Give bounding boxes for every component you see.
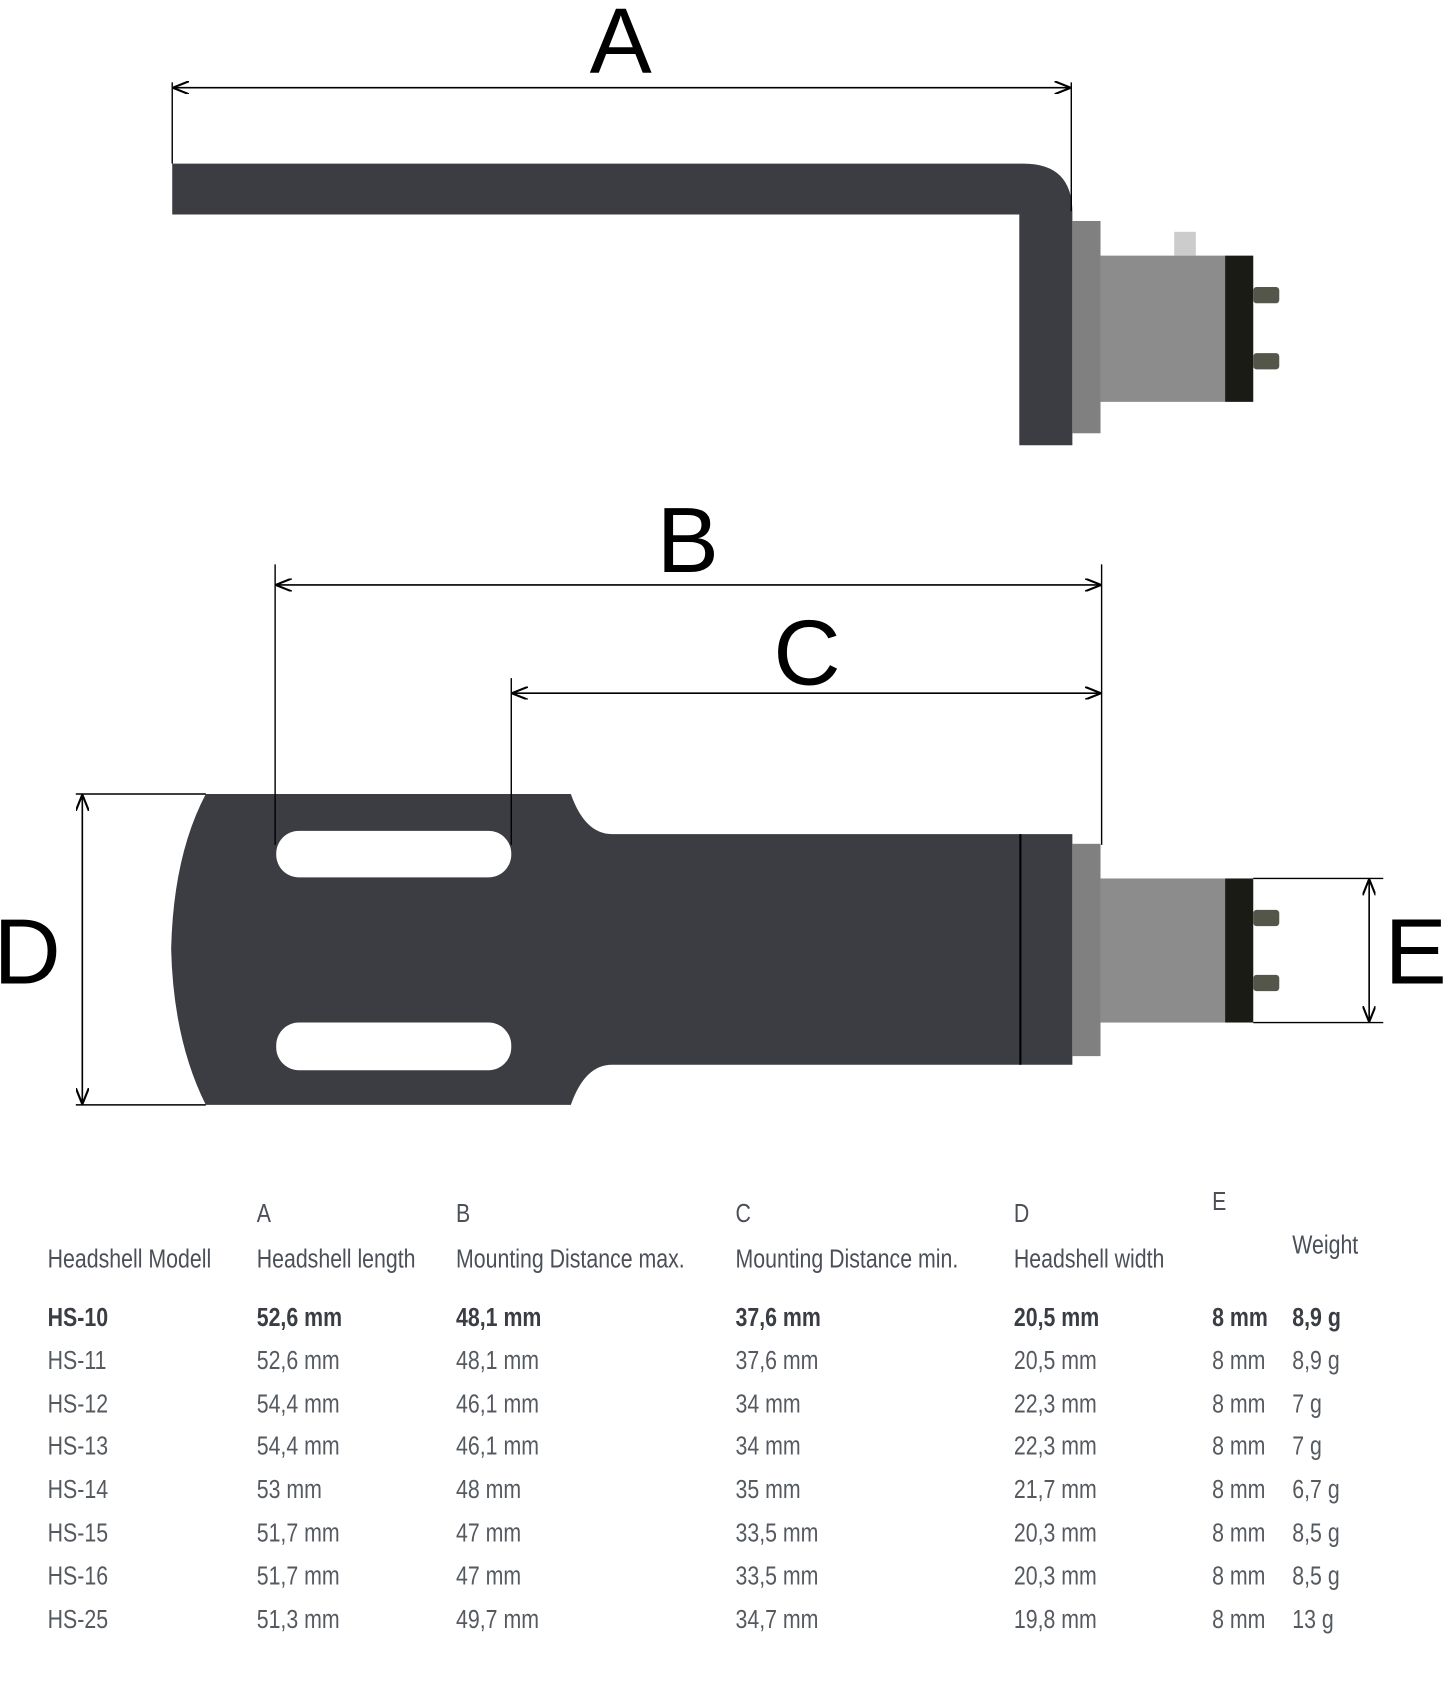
pin: [1253, 287, 1280, 304]
side-view: A: [171, 0, 1280, 446]
value-cell: 46,1 mm: [456, 1389, 539, 1419]
value-cell: 52,6 mm: [256, 1303, 343, 1333]
value-cell: 47 mm: [456, 1561, 522, 1592]
value-cell: 22,3 mm: [1013, 1389, 1097, 1419]
value-cell: 8,9 g: [1292, 1303, 1341, 1333]
headshell-diagram: A B C D E: [0, 0, 1445, 1106]
pin: [1253, 974, 1280, 992]
value-cell: 49,7 mm: [456, 1604, 539, 1635]
value-cell: 34 mm: [735, 1389, 801, 1419]
value-cell: 47 mm: [456, 1518, 522, 1548]
value-cell: 53 mm: [256, 1475, 322, 1505]
value-cell: 33,5 mm: [735, 1518, 819, 1548]
value-cell: 7 g: [1292, 1389, 1322, 1419]
column-letter: B: [456, 1199, 471, 1229]
model-cell: HS-16: [47, 1561, 109, 1592]
value-cell: 37,6 mm: [735, 1303, 821, 1333]
column-letter: D: [1013, 1199, 1030, 1229]
connector-plate-top: [1225, 878, 1254, 1023]
dimension-a-label: A: [590, 0, 652, 93]
dimension-e-label: E: [1385, 900, 1445, 1004]
column-header: Headshell width: [1013, 1244, 1165, 1274]
pin: [1253, 353, 1280, 370]
value-cell: 8 mm: [1212, 1561, 1266, 1592]
dimension-b-label: B: [657, 488, 719, 592]
value-cell: 54,4 mm: [256, 1432, 340, 1462]
model-cell: HS-14: [47, 1475, 109, 1505]
value-cell: 34 mm: [735, 1432, 801, 1462]
value-cell: 8 mm: [1212, 1389, 1266, 1419]
connector-body-top: [1100, 878, 1226, 1023]
value-cell: 51,7 mm: [256, 1518, 340, 1548]
value-cell: 8 mm: [1212, 1346, 1266, 1376]
value-cell: 21,7 mm: [1013, 1475, 1097, 1505]
value-cell: 8 mm: [1212, 1432, 1266, 1462]
value-cell: 51,3 mm: [256, 1604, 340, 1635]
column-letter: E: [1212, 1187, 1227, 1217]
column-letter: C: [735, 1199, 751, 1229]
value-cell: 8,9 g: [1292, 1346, 1340, 1376]
dimension-c-label: C: [773, 601, 840, 705]
value-cell: 8 mm: [1212, 1604, 1266, 1635]
collar-top: [1072, 843, 1101, 1057]
value-cell: 20,3 mm: [1013, 1561, 1097, 1592]
value-cell: 20,3 mm: [1013, 1518, 1097, 1548]
column-header: Mounting Distance max.: [456, 1244, 685, 1274]
value-cell: 8 mm: [1212, 1475, 1266, 1505]
value-cell: 22,3 mm: [1013, 1432, 1097, 1462]
column-letter: A: [256, 1199, 271, 1229]
value-cell: 54,4 mm: [256, 1389, 340, 1419]
value-cell: 48 mm: [456, 1475, 522, 1505]
value-cell: 33,5 mm: [735, 1561, 819, 1592]
value-cell: 6,7 g: [1292, 1475, 1340, 1505]
model-cell: HS-13: [47, 1432, 109, 1462]
value-cell: 37,6 mm: [735, 1346, 819, 1376]
connector-plate-side: [1225, 255, 1254, 402]
model-cell: HS-11: [47, 1346, 107, 1376]
mounting-slot: [276, 830, 512, 878]
headshell-side: [172, 163, 1073, 446]
value-cell: 7 g: [1292, 1432, 1322, 1462]
value-cell: 52,6 mm: [256, 1346, 340, 1376]
mounting-slot: [276, 1022, 512, 1071]
value-cell: 48,1 mm: [456, 1346, 539, 1376]
value-cell: 48,1 mm: [456, 1303, 542, 1333]
connector-body-side: [1100, 255, 1226, 402]
column-header: Weight: [1292, 1230, 1359, 1260]
value-cell: 46,1 mm: [456, 1432, 539, 1462]
top-view: B C D E: [0, 488, 1445, 1106]
value-cell: 19,8 mm: [1013, 1604, 1097, 1635]
tab-side: [1174, 231, 1196, 256]
pin: [1253, 909, 1280, 927]
column-header: Headshell Modell: [47, 1244, 212, 1274]
value-cell: 20,5 mm: [1013, 1346, 1097, 1376]
dimension-d-label: D: [0, 900, 61, 1004]
value-cell: 20,5 mm: [1013, 1303, 1100, 1333]
value-cell: 35 mm: [735, 1475, 801, 1505]
column-header: Headshell length: [256, 1244, 416, 1274]
value-cell: 51,7 mm: [256, 1561, 340, 1592]
model-cell: HS-15: [47, 1518, 109, 1548]
model-cell: HS-25: [47, 1604, 109, 1635]
value-cell: 34,7 mm: [735, 1604, 819, 1635]
model-cell: HS-10: [47, 1303, 109, 1333]
collar-side: [1072, 220, 1101, 434]
column-header: Mounting Distance min.: [735, 1244, 959, 1274]
value-cell: 13 g: [1292, 1604, 1334, 1635]
value-cell: 8 mm: [1212, 1518, 1266, 1548]
value-cell: 8,5 g: [1292, 1518, 1340, 1548]
model-cell: HS-12: [47, 1389, 109, 1419]
value-cell: 8 mm: [1212, 1303, 1268, 1333]
value-cell: 8,5 g: [1292, 1561, 1340, 1592]
